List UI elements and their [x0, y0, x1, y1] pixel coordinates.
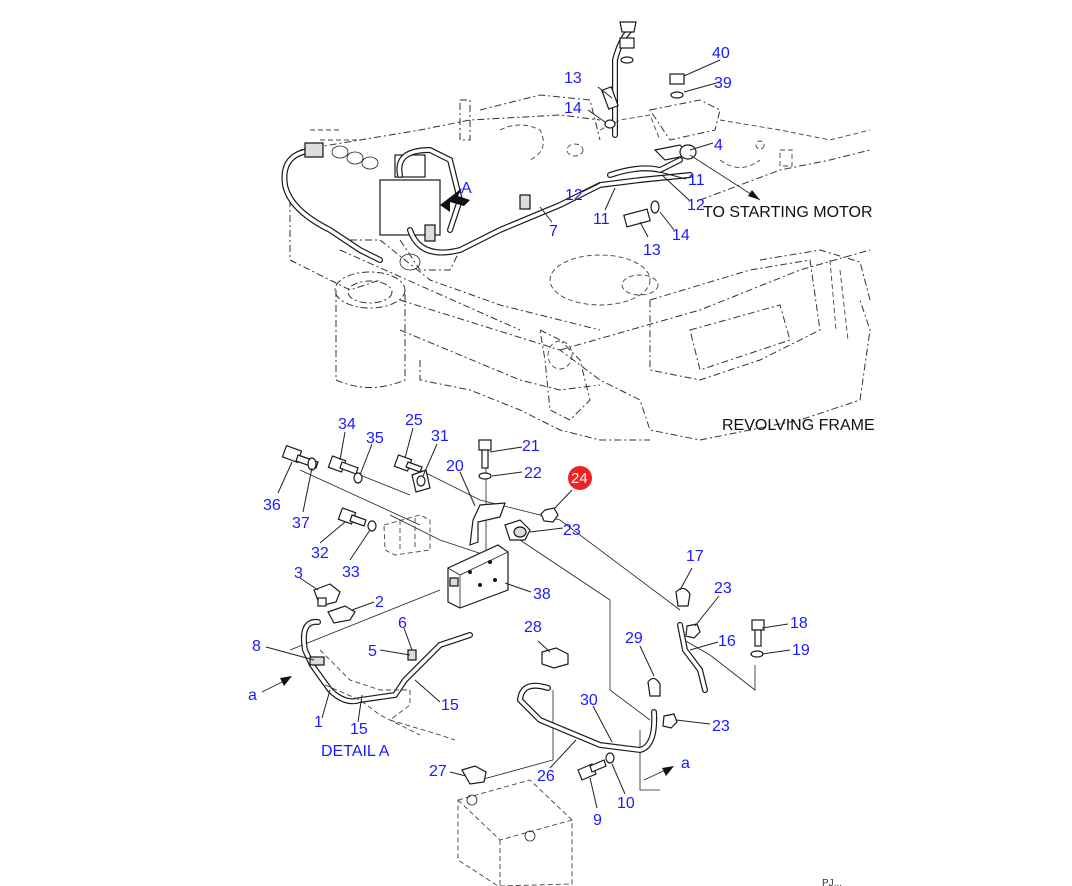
callout-17[interactable]: 17: [686, 548, 704, 565]
callouts: 40 39 13 14 4 11 12 12 11 7 13 14 34 35 …: [252, 45, 810, 829]
callout-20[interactable]: 20: [446, 458, 464, 475]
callout-24-highlighted[interactable]: 24: [568, 466, 592, 490]
callout-6[interactable]: 6: [398, 615, 407, 632]
callout-15-second[interactable]: 15: [350, 721, 368, 738]
callout-27[interactable]: 27: [429, 763, 447, 780]
callout-38[interactable]: 38: [533, 586, 551, 603]
callout-23-second[interactable]: 23: [714, 580, 732, 597]
detail-a-label: DETAIL A: [321, 743, 390, 760]
callout-13[interactable]: 13: [564, 70, 582, 87]
callout-33[interactable]: 33: [342, 564, 360, 581]
to-starting-motor-label: TO STARTING MOTOR: [703, 204, 873, 221]
callout-30[interactable]: 30: [580, 692, 598, 709]
callout-29[interactable]: 29: [625, 630, 643, 647]
callout-13-second[interactable]: 13: [643, 242, 661, 259]
callout-24[interactable]: 24: [571, 470, 588, 487]
callout-12-second[interactable]: 12: [687, 197, 705, 214]
callout-10[interactable]: 10: [617, 795, 635, 812]
callout-35[interactable]: 35: [366, 430, 384, 447]
leader-lines-lower: [265, 427, 791, 809]
callout-8[interactable]: 8: [252, 638, 261, 655]
callout-39[interactable]: 39: [714, 75, 732, 92]
callout-11[interactable]: 11: [688, 172, 705, 189]
callout-2[interactable]: 2: [375, 594, 384, 611]
callout-7[interactable]: 7: [549, 223, 558, 240]
callout-15[interactable]: 15: [441, 697, 459, 714]
callout-23[interactable]: 23: [563, 522, 581, 539]
engine-area-drawing: [281, 21, 761, 291]
callout-32[interactable]: 32: [311, 545, 329, 562]
callout-16[interactable]: 16: [718, 633, 736, 650]
callout-14-second[interactable]: 14: [672, 227, 690, 244]
drawing-code: PJ...: [822, 878, 842, 886]
arrow-a-left-label: a: [248, 687, 257, 704]
callout-36[interactable]: 36: [263, 497, 281, 514]
highlight-marker[interactable]: [568, 466, 592, 490]
callout-11-second[interactable]: 11: [593, 211, 610, 228]
callout-40[interactable]: 40: [712, 45, 730, 62]
view-a-label: A: [461, 180, 472, 197]
callout-5[interactable]: 5: [368, 643, 377, 660]
callout-1[interactable]: 1: [314, 714, 323, 731]
revolving-frame-label: REVOLVING FRAME: [722, 417, 875, 434]
callout-12[interactable]: 12: [565, 187, 583, 204]
callout-22[interactable]: 22: [524, 465, 542, 482]
callout-28[interactable]: 28: [524, 619, 542, 636]
callout-3[interactable]: 3: [294, 565, 303, 582]
callout-21[interactable]: 21: [522, 438, 540, 455]
callout-26[interactable]: 26: [537, 768, 555, 785]
exploded-parts-drawing: [261, 439, 765, 886]
leader-lines-upper: [539, 59, 721, 238]
callout-14[interactable]: 14: [564, 100, 582, 117]
callout-23-third[interactable]: 23: [712, 718, 730, 735]
view-a-arrow-icon: [440, 188, 470, 212]
callout-9[interactable]: 9: [593, 812, 602, 829]
arrow-a-right-label: a: [681, 755, 690, 772]
callout-19[interactable]: 19: [792, 642, 810, 659]
callout-18[interactable]: 18: [790, 615, 808, 632]
callout-4[interactable]: 4: [714, 137, 723, 154]
callout-34[interactable]: 34: [338, 416, 356, 433]
callout-31[interactable]: 31: [431, 428, 449, 445]
callout-37[interactable]: 37: [292, 515, 310, 532]
callout-25[interactable]: 25: [405, 412, 423, 429]
revolving-frame-drawing: [334, 119, 871, 441]
